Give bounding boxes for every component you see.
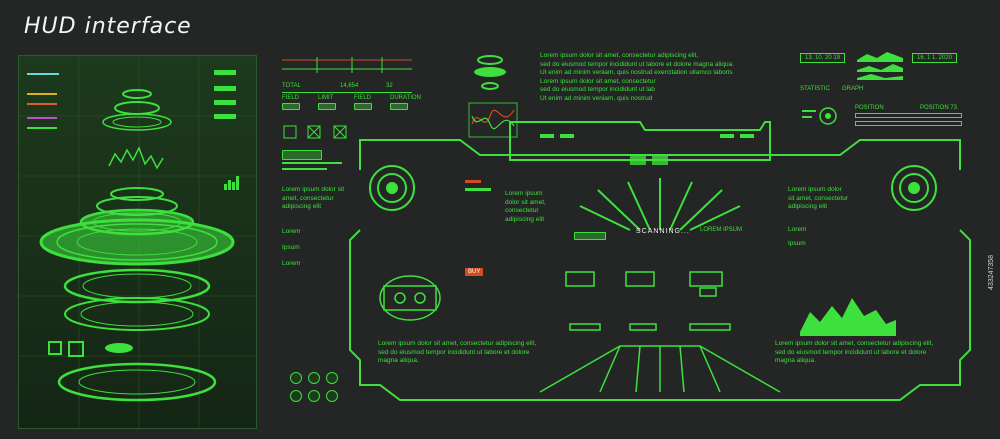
top-text-line: Ut enim ad minim veniam, quis nostrud: [540, 94, 653, 102]
top-text-line: sed do eiusmod tempor incididunt ut lab: [540, 86, 655, 93]
control-button[interactable]: [326, 390, 338, 402]
lorem-ipsum-label: LOREM IPSUM: [700, 227, 743, 233]
field-label-3: FIELD: [354, 95, 372, 101]
disc-stack-icon: [474, 55, 506, 90]
total-value: 14,654: [340, 83, 359, 89]
list-item: Lorem: [788, 226, 807, 233]
divider: [282, 92, 412, 93]
progress-bar: [855, 121, 962, 126]
line-graph-readout: [282, 57, 412, 73]
page-title: HUD interface: [24, 14, 192, 39]
control-button[interactable]: [308, 372, 320, 384]
toggle-button-3[interactable]: [354, 103, 372, 110]
bar-line: [282, 168, 327, 170]
control-button[interactable]: [308, 390, 320, 402]
buy-button[interactable]: BUY: [465, 268, 484, 276]
field-label-2: LIMIT: [318, 95, 334, 101]
position-label: POSITION: [855, 105, 884, 111]
control-button[interactable]: [290, 372, 302, 384]
scan-button[interactable]: [574, 232, 606, 240]
lorem-ipsum-button[interactable]: [282, 150, 322, 160]
mountain-graph-icon: [857, 52, 903, 80]
bar-line: [282, 162, 342, 164]
stock-id: 433247358: [988, 254, 995, 290]
control-button[interactable]: [290, 390, 302, 402]
field-label-4: DURATION: [390, 95, 421, 101]
total-label: TOTAL: [282, 83, 301, 89]
status-bar: [465, 188, 491, 191]
control-buttons-row: [290, 390, 338, 402]
status-bar-warn: [465, 180, 481, 183]
total-value-2: 32: [386, 83, 393, 89]
mid-text: Lorem ipsum dolor sit amet, consectetur …: [505, 190, 546, 223]
list-item: Lorem: [282, 228, 301, 235]
oscilloscope-graph: [468, 102, 518, 138]
hud-elements-graphic: [19, 56, 256, 428]
side-text-left: Lorem ipsum dolor sit amet, consectetur …: [282, 186, 345, 210]
bottom-text-right: Lorem ipsum dolor sit amet, consectetur …: [775, 340, 934, 364]
toggle-button-1[interactable]: [282, 103, 300, 110]
top-text-line: Lorem ipsum dolor sit amet, consectetur: [540, 77, 656, 85]
control-button[interactable]: [326, 372, 338, 384]
bottom-text-left: Lorem ipsum dolor sit amet, consectetur …: [378, 340, 537, 364]
graph-label: GRAPH: [842, 86, 864, 92]
progress-bar: [855, 113, 962, 118]
control-buttons-row: [290, 372, 338, 384]
hud-element-panel: [18, 55, 257, 429]
top-text-line: sed do eiusmod tempor incididunt ut labo…: [540, 60, 735, 68]
top-text-line: Lorem ipsum dolor sit amet, consectetur …: [540, 52, 699, 59]
target-icon: [802, 107, 837, 125]
date-badge-right: 16. 1 1. 2020: [912, 53, 958, 63]
list-item: Ipsum: [282, 244, 300, 251]
list-item: Ipsum: [788, 240, 806, 247]
side-text-right: Lorem ipsum dolor sit amet, consectetur …: [788, 186, 848, 210]
toggle-button-2[interactable]: [318, 103, 336, 110]
top-text-block: Lorem ipsum dolor sit amet, consectetur …: [540, 52, 780, 103]
statistic-label: STATISTIC: [800, 86, 830, 92]
toggle-button-4[interactable]: [390, 103, 408, 110]
scanning-status: SCANNING...: [636, 228, 690, 235]
field-label-1: FIELD: [282, 95, 300, 101]
main-hud-frame: [349, 121, 971, 401]
date-badge-left: 13. 10. 20 19: [800, 53, 846, 63]
top-text-line: Ut enim ad minim veniam, quis nostrud ex…: [540, 69, 733, 76]
box-icons-row: [283, 125, 347, 139]
list-item: Lorem: [282, 260, 301, 267]
position-73-label: POSITION 73: [920, 105, 958, 111]
